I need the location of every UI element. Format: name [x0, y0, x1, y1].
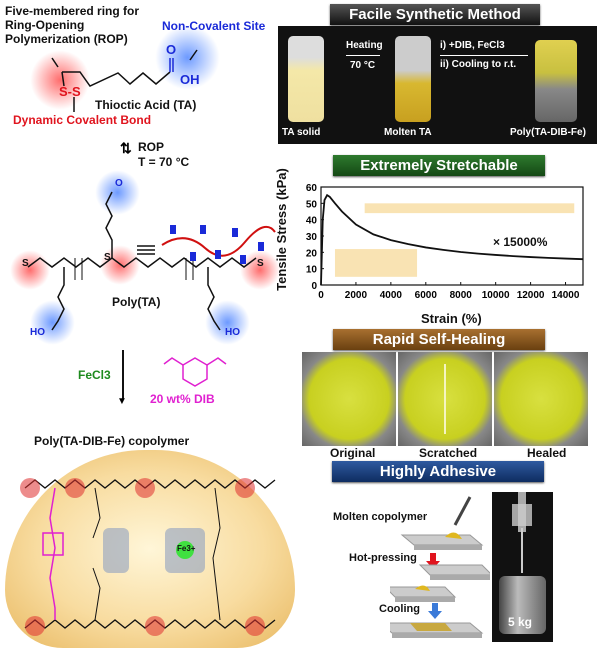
catalyst-label: FeCl3 — [78, 368, 111, 382]
y-tick-label: 40 — [306, 216, 318, 227]
y-tick-label: 10 — [306, 265, 318, 276]
ta-chain — [62, 71, 171, 87]
step-molten: Molten copolymer — [333, 511, 428, 523]
photo-original — [302, 352, 396, 446]
step-add-dib: i) +DIB, FeCl3 — [440, 40, 505, 51]
weight-photo: 5 kg — [492, 492, 553, 642]
arrow-noncovalent — [189, 49, 198, 61]
label-ta-solid: TA solid — [282, 127, 321, 138]
s-label: S — [257, 258, 264, 269]
stress-strain-chart: 0 2000 4000 6000 8000 10000 12000 14000 0 10 20 30 4… — [306, 183, 584, 301]
adhesion-schematic — [390, 496, 490, 638]
y-tick-label: 60 — [306, 183, 318, 194]
dib-label: 20 wt% DIB — [150, 392, 215, 406]
temp-label: T = 70 °C — [138, 155, 190, 169]
oh-label: OH — [180, 72, 200, 87]
blue-glow — [30, 300, 75, 345]
blue-glow — [155, 25, 220, 90]
arrow-ring — [51, 57, 59, 68]
x-tick-label: 14000 — [552, 290, 580, 301]
photo-healed — [494, 352, 588, 446]
reaction-arrow — [122, 350, 124, 400]
x-tick-label: 10000 — [482, 290, 510, 301]
vial-molten-ta — [395, 36, 431, 122]
copolymer-title: Poly(TA-DIB-Fe) copolymer — [34, 434, 190, 448]
x-tick-label: 8000 — [450, 290, 473, 301]
y-tick-label: 30 — [306, 232, 318, 243]
label-molten-ta: Molten TA — [384, 127, 432, 138]
dib-structure — [163, 357, 227, 387]
red-glow — [240, 250, 280, 290]
poly-ta-structure — [27, 191, 276, 331]
ta-structure — [51, 49, 198, 112]
step-cooling: Cooling — [379, 603, 420, 615]
y-tick-label: 0 — [311, 281, 317, 292]
equilibrium-arrow-icon: ⇅ — [120, 140, 132, 156]
rop-label: ROP — [138, 140, 165, 154]
series-line — [320, 193, 584, 286]
vial-ta-solid — [288, 36, 324, 122]
healing-title-bar: Rapid Self-Healing — [333, 329, 545, 350]
x-tick-label: 0 — [318, 290, 324, 301]
disulfide-label: S-S — [59, 84, 81, 99]
x-tick-label: 12000 — [517, 290, 545, 301]
o-label: O — [115, 178, 123, 189]
inset-stretched-network — [364, 203, 575, 214]
x-tick-label: 4000 — [380, 290, 403, 301]
dropper-icon — [453, 496, 472, 526]
photo-scratched — [398, 352, 492, 446]
ho-label: HO — [225, 327, 240, 338]
stretch-annotation: × 15000% — [493, 235, 548, 249]
label-original: Original — [330, 446, 376, 460]
x-tick-label: 6000 — [415, 290, 438, 301]
blue-arrow-icon — [428, 603, 442, 619]
arrow-head-icon: ▼ — [117, 396, 127, 407]
adhesive-title-bar: Highly Adhesive — [332, 461, 544, 482]
o-label: O — [166, 42, 177, 57]
label-scratched: Scratched — [419, 446, 478, 460]
fe-ion — [176, 541, 194, 559]
synthesis-title-bar: Facile Synthetic Method — [330, 4, 540, 25]
step-temp: 70 °C — [350, 60, 376, 71]
noncovalent-note: Non-Covalent Site — [162, 19, 266, 33]
x-tick-label: 2000 — [345, 290, 368, 301]
arrow — [440, 55, 528, 56]
label-copolymer: Poly(TA-DIB-Fe) — [510, 127, 586, 138]
ho-label: HO — [30, 327, 45, 338]
weight-label: 5 kg — [508, 615, 533, 629]
vial-copolymer — [535, 40, 577, 122]
synthesis-photo: Heating 70 °C i) +DIB, FeCl3 ii) Cooling… — [278, 26, 597, 144]
dynamic-note: Dynamic Covalent Bond — [13, 113, 152, 127]
inset-relaxed-network — [334, 249, 418, 277]
label-healed: Healed — [527, 446, 567, 460]
s-label: S — [104, 252, 111, 263]
red-glow — [100, 245, 140, 285]
step-hot-pressing: Hot-pressing — [349, 552, 417, 564]
poly-ta-name: Poly(TA) — [112, 295, 161, 309]
y-tick-label: 50 — [306, 199, 318, 210]
y-tick-label: 20 — [306, 248, 318, 259]
ta-name: Thioctic Acid (TA) — [95, 98, 197, 112]
red-glow — [10, 250, 50, 290]
y-axis-label: Tensile Stress (kPa) — [273, 168, 289, 291]
ring-note: Five-membered ring for Ring-Opening Poly… — [5, 4, 140, 46]
arrow — [346, 55, 380, 56]
polymer-chain-cartoon — [161, 225, 276, 257]
blue-glow — [205, 300, 250, 345]
red-glow — [30, 50, 90, 110]
step-heating: Heating — [346, 40, 383, 51]
s-label: S — [22, 258, 29, 269]
stretch-title-bar: Extremely Stretchable — [333, 155, 545, 176]
copolymer-network — [20, 478, 276, 636]
weight-icon — [499, 576, 546, 634]
x-axis-label: Strain (%) — [421, 311, 482, 326]
fe-label: Fe3+ — [177, 544, 196, 553]
blue-glow — [95, 170, 140, 215]
step-cooling: ii) Cooling to r.t. — [440, 59, 517, 70]
